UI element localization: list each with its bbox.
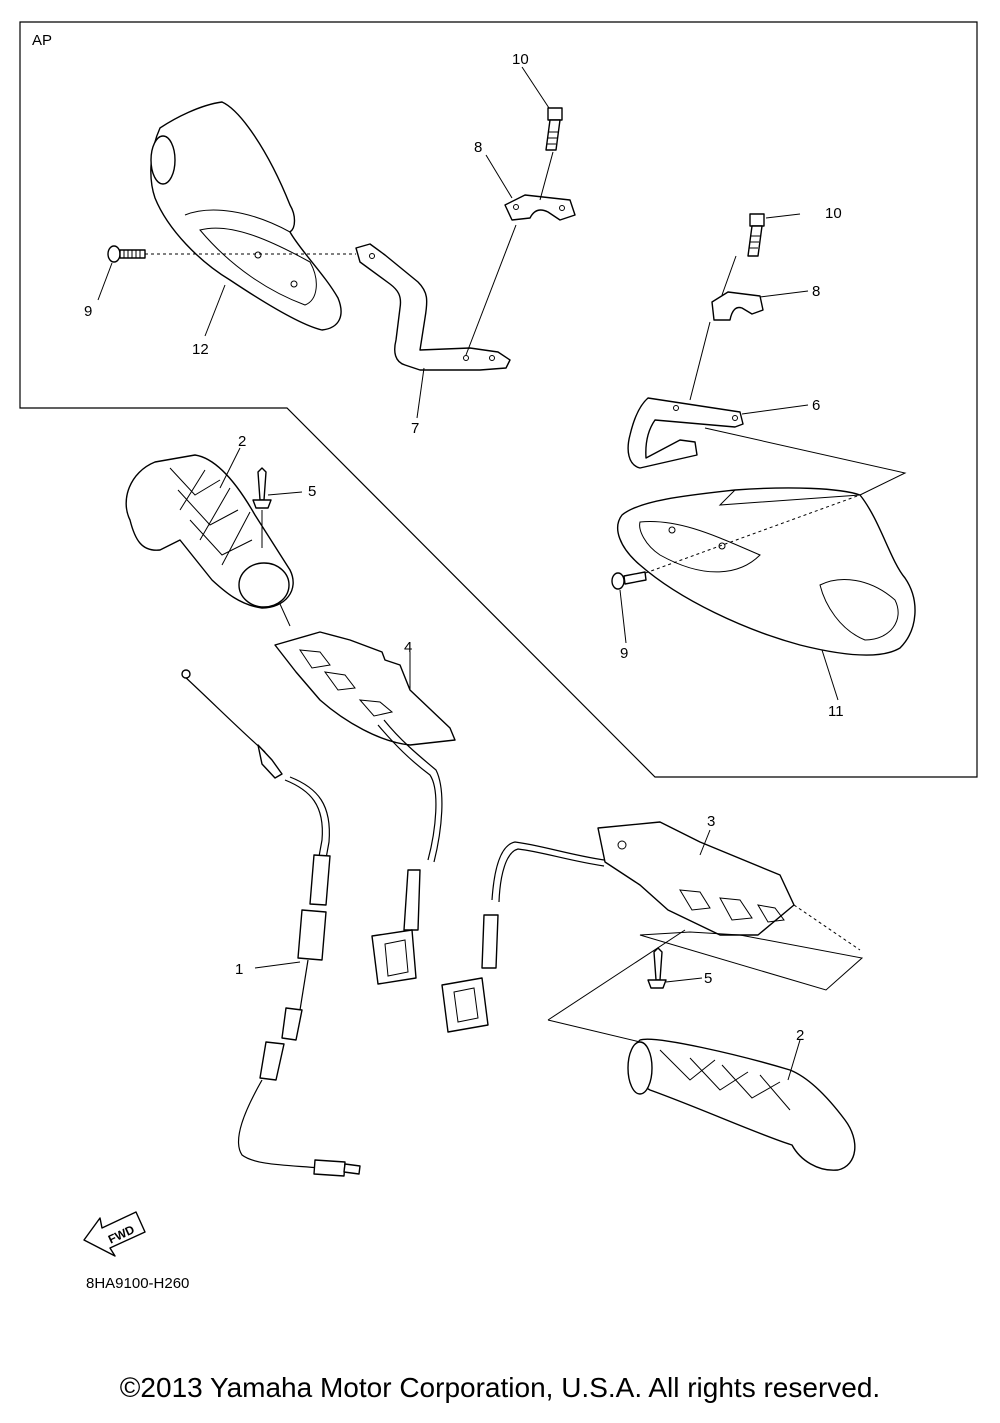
callout-12: 12 — [192, 341, 209, 358]
callout-7: 7 — [411, 420, 419, 437]
callout-8-top: 8 — [474, 139, 482, 156]
heater-element-left — [274, 631, 456, 746]
clamp-8-right — [711, 291, 764, 321]
grip-left — [125, 454, 294, 609]
diagram-code: 8HA9100-H260 — [86, 1275, 189, 1292]
hand-guard-right — [617, 487, 916, 656]
callout-6: 6 — [812, 397, 820, 414]
callout-8-right: 8 — [812, 283, 820, 300]
bracket-7 — [355, 243, 511, 371]
hand-guard-left — [150, 101, 342, 331]
fwd-arrow-icon: FWD — [83, 1211, 146, 1257]
heater-element-right — [597, 821, 795, 936]
bolt-9-left — [107, 245, 146, 263]
callout-9-right: 9 — [620, 645, 628, 662]
callout-1: 1 — [235, 961, 243, 978]
clamp-8-top — [504, 194, 576, 221]
ap-outline-box — [19, 21, 978, 778]
callout-9-left: 9 — [84, 303, 92, 320]
bracket-6 — [627, 397, 744, 469]
box-label: AP — [32, 32, 52, 49]
callout-11: 11 — [828, 703, 844, 720]
cable-1 — [181, 669, 361, 1177]
callout-10-right: 10 — [825, 205, 842, 222]
callout-5-left: 5 — [308, 483, 316, 500]
callout-10-top: 10 — [512, 51, 529, 68]
bolt-9-right — [611, 571, 647, 590]
bolt-10-top — [545, 107, 563, 151]
callout-4: 4 — [404, 639, 412, 656]
grip-right — [627, 1038, 856, 1171]
wire-4 — [371, 719, 443, 985]
callout-2-left: 2 — [238, 433, 246, 450]
rivet-5-left — [252, 467, 272, 509]
callout-3: 3 — [707, 813, 715, 830]
copyright-text: ©2013 Yamaha Motor Corporation, U.S.A. A… — [119, 1372, 881, 1403]
wire-3 — [441, 841, 605, 1033]
bolt-10-right — [747, 213, 765, 257]
callout-2-right: 2 — [796, 1027, 804, 1044]
rivet-5-right — [647, 947, 667, 989]
callout-5-right: 5 — [704, 970, 712, 987]
